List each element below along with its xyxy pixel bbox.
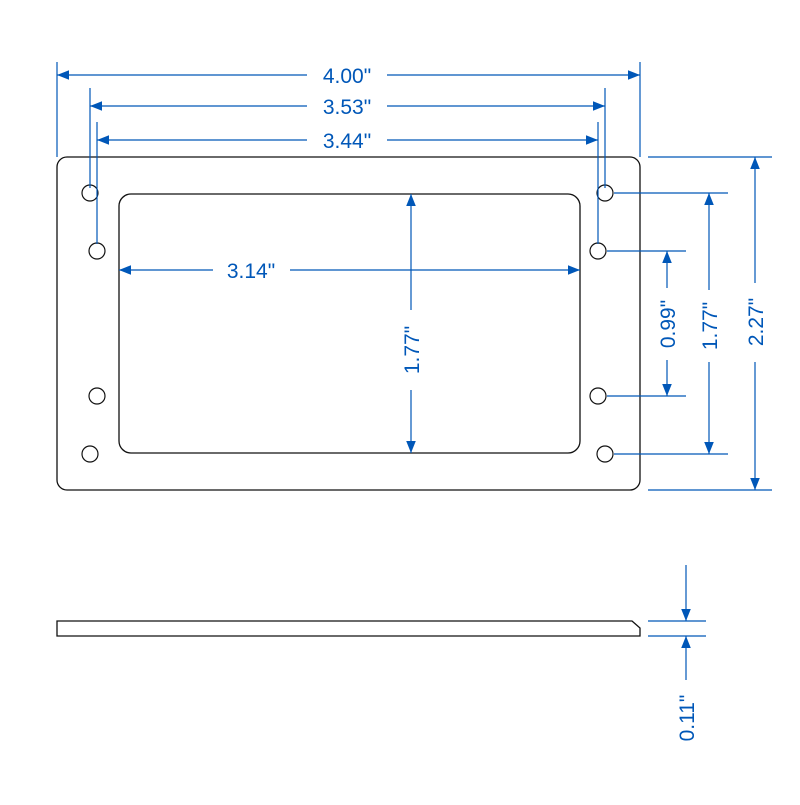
mounting-hole-left-bottom: [81, 445, 99, 463]
plate-outline: [56, 156, 641, 491]
mounting-hole-left-upper: [88, 242, 106, 260]
label-thickness: 0.11": [676, 695, 699, 742]
label-inner-hole-vertical-spacing: 0.99": [657, 300, 680, 348]
mounting-hole-right-lower: [589, 387, 607, 405]
label-overall-width: 4.00": [323, 65, 371, 88]
dimension-labels: 4.00" 3.53" 3.44" 3.14" 1.77" 0.99" 1.77…: [227, 65, 768, 741]
mounting-hole-right-bottom: [596, 445, 614, 463]
mounting-hole-right-upper: [589, 242, 607, 260]
plate-opening: [118, 193, 581, 454]
plate-top-view: [56, 156, 641, 491]
mounting-hole-left-lower: [88, 387, 106, 405]
label-inner-hole-spacing: 3.44": [323, 130, 371, 153]
label-outer-hole-vertical-spacing: 1.77": [699, 302, 722, 350]
label-outer-hole-spacing: 3.53": [323, 96, 371, 119]
label-overall-height: 2.27": [745, 298, 768, 346]
label-opening-height: 1.77": [401, 326, 424, 374]
plate-side-view: [56, 620, 641, 637]
dimension-lines: [56, 62, 772, 680]
plate-side-outline: [56, 620, 641, 637]
label-opening-width: 3.14": [227, 260, 275, 283]
